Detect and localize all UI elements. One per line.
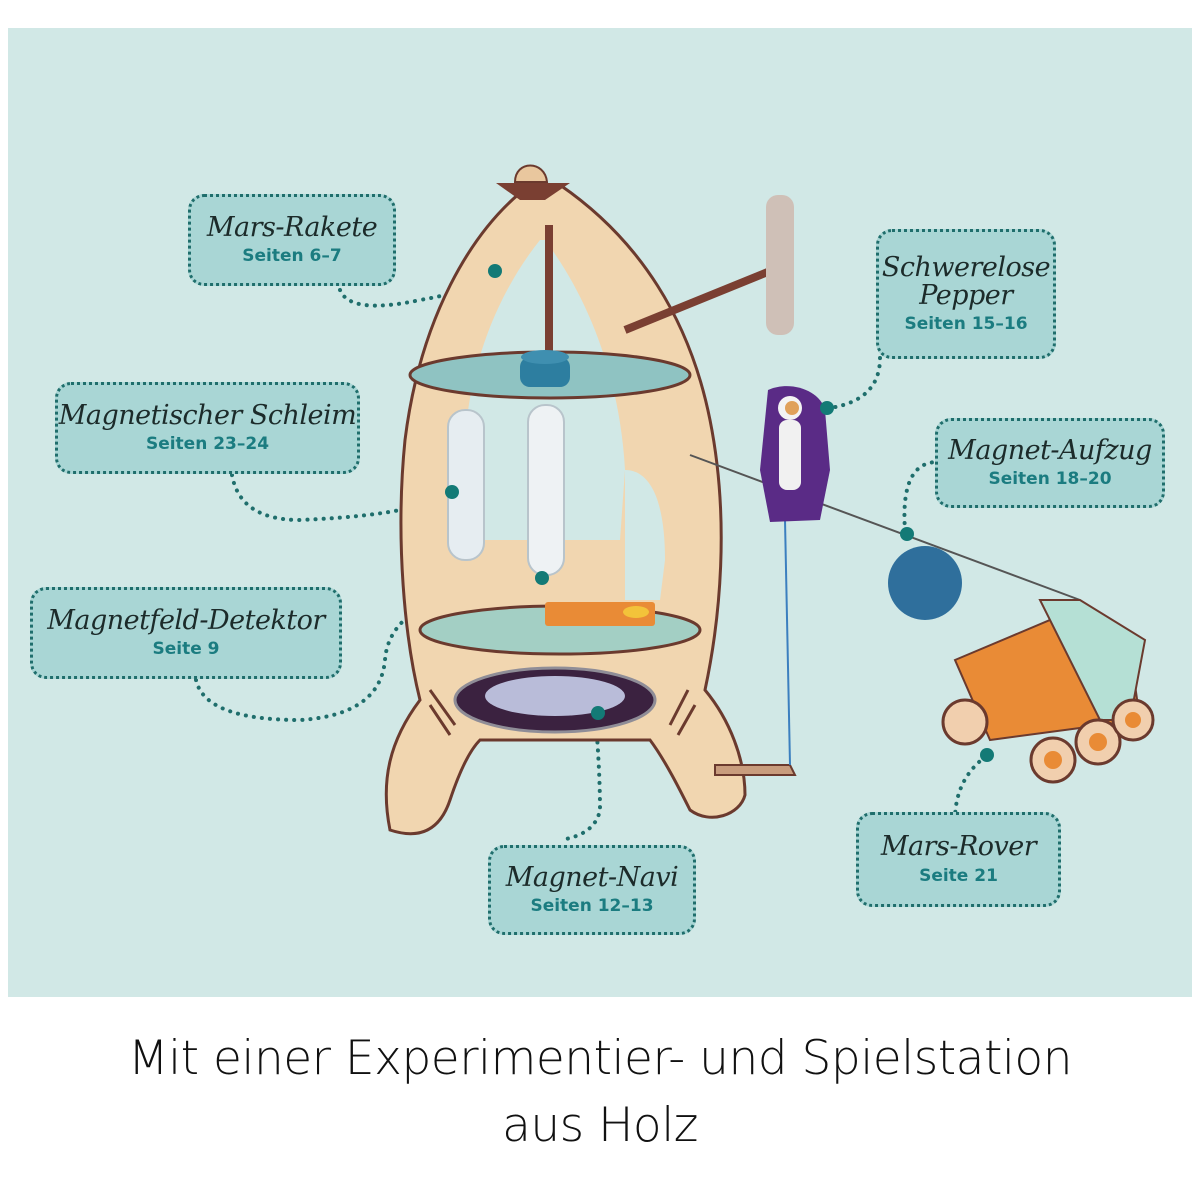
string	[784, 519, 791, 766]
callout-magnetischer-schleim: Magnetischer Schleim Seiten 23–24	[55, 382, 360, 474]
astronaut-figure	[760, 386, 830, 522]
callout-mars-rover: Mars-Rover Seite 21	[856, 812, 1061, 907]
callout-pages: Seiten 23–24	[145, 434, 270, 455]
caption-line-2: aus Holz	[502, 1098, 698, 1153]
callout-title: Magnetfeld-Detektor	[47, 604, 325, 636]
callout-title: Schwerelose Pepper	[881, 251, 1051, 311]
caption: Mit einer Experimentier- und Spielstatio…	[0, 1025, 1200, 1159]
callout-pages: Seiten 15–16	[904, 314, 1028, 335]
mars-rover-model	[941, 599, 1155, 784]
callout-schwerelose-pepper: Schwerelose Pepper Seiten 15–16	[876, 229, 1056, 359]
callout-pages: Seiten 6–7	[242, 246, 342, 267]
callout-magnet-navi: Magnet-Navi Seiten 12–13	[488, 845, 696, 935]
callout-pages: Seiten 12–13	[530, 896, 654, 917]
callout-title: Magnet-Navi	[505, 861, 679, 893]
cable	[689, 454, 1081, 601]
magnet-ball	[888, 546, 962, 620]
callout-magnetfeld-detektor: Magnetfeld-Detektor Seite 9	[30, 587, 342, 679]
connection-dots	[445, 264, 994, 762]
callout-pages: Seiten 18–20	[988, 469, 1112, 490]
caption-line-1: Mit einer Experimentier- und Spielstatio…	[128, 1031, 1072, 1086]
callout-title: Magnetischer Schleim	[58, 399, 357, 431]
callout-magnet-aufzug: Magnet-Aufzug Seiten 18–20	[935, 418, 1165, 508]
mars-rocket	[384, 164, 797, 836]
callout-title: Mars-Rakete	[206, 211, 378, 243]
callout-title: Mars-Rover	[880, 831, 1037, 863]
callout-mars-rakete: Mars-Rakete Seiten 6–7	[188, 194, 396, 286]
callout-title: Magnet-Aufzug	[948, 434, 1152, 466]
callout-pages: Seite 21	[919, 865, 998, 886]
callout-pages: Seite 9	[152, 639, 220, 660]
